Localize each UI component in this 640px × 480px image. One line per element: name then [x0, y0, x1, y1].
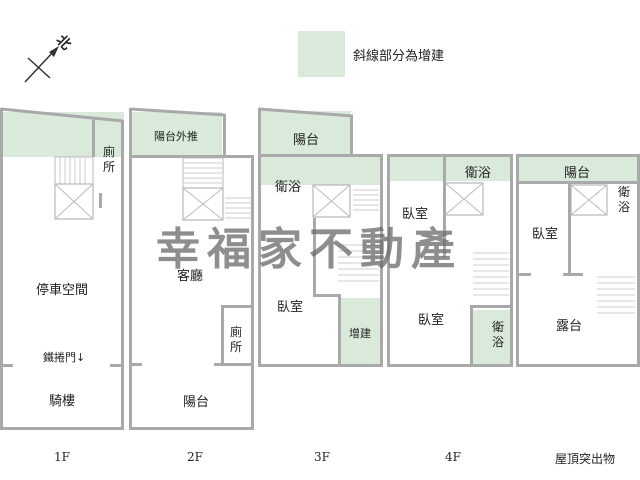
room-label-balcony: 陽台 [564, 166, 591, 181]
addition-area [261, 111, 351, 155]
room-label-bath-top: 衛浴 [465, 166, 492, 181]
floor-caption-1f: 1F [54, 450, 70, 464]
legend-swatch [298, 31, 345, 77]
room-label-parking: 停車空間 [36, 283, 89, 298]
addition-area [341, 298, 380, 364]
addition-area [132, 112, 222, 156]
floor-caption-2f: 2F [187, 450, 203, 464]
room-label-terrace: 露台 [556, 319, 583, 334]
room-label-toilet: 廁所 [102, 145, 115, 174]
legend-text: 斜線部分為增建 [353, 49, 445, 64]
addition-area [390, 157, 510, 181]
addition-area [472, 310, 510, 364]
floor-caption-roof: 屋頂突出物 [554, 452, 615, 466]
floor-caption-4f: 4F [445, 450, 461, 464]
room-label-balcony: 陽台 [183, 395, 210, 410]
watermark: 幸福家不動產 [156, 224, 462, 275]
room-label-balcony-ext: 陽台外推 [154, 130, 198, 143]
room-label-bedroom: 臥室 [277, 300, 304, 315]
room-label-bath: 衛浴 [275, 180, 302, 195]
room-label-addition: 增建 [349, 327, 371, 340]
room-label-bedroom: 臥室 [532, 227, 559, 242]
shutter-label: 鐵捲門↓ [43, 351, 86, 364]
room-label-bedroom-2: 臥室 [418, 313, 445, 328]
room-label-living: 客廳 [177, 269, 204, 284]
room-label-arcade: 騎樓 [49, 394, 76, 409]
addition-area [519, 157, 637, 181]
addition-area [261, 155, 381, 185]
room-label-bath: 衛浴 [617, 185, 630, 214]
room-label-toilet: 廁所 [229, 325, 242, 354]
floor-caption-3f: 3F [314, 450, 330, 464]
room-label-bath-bottom: 衛浴 [491, 320, 504, 349]
north-arrow-icon [24, 46, 59, 83]
room-label-bedroom-1: 臥室 [402, 207, 429, 222]
room-label-balcony: 陽台 [293, 133, 320, 148]
